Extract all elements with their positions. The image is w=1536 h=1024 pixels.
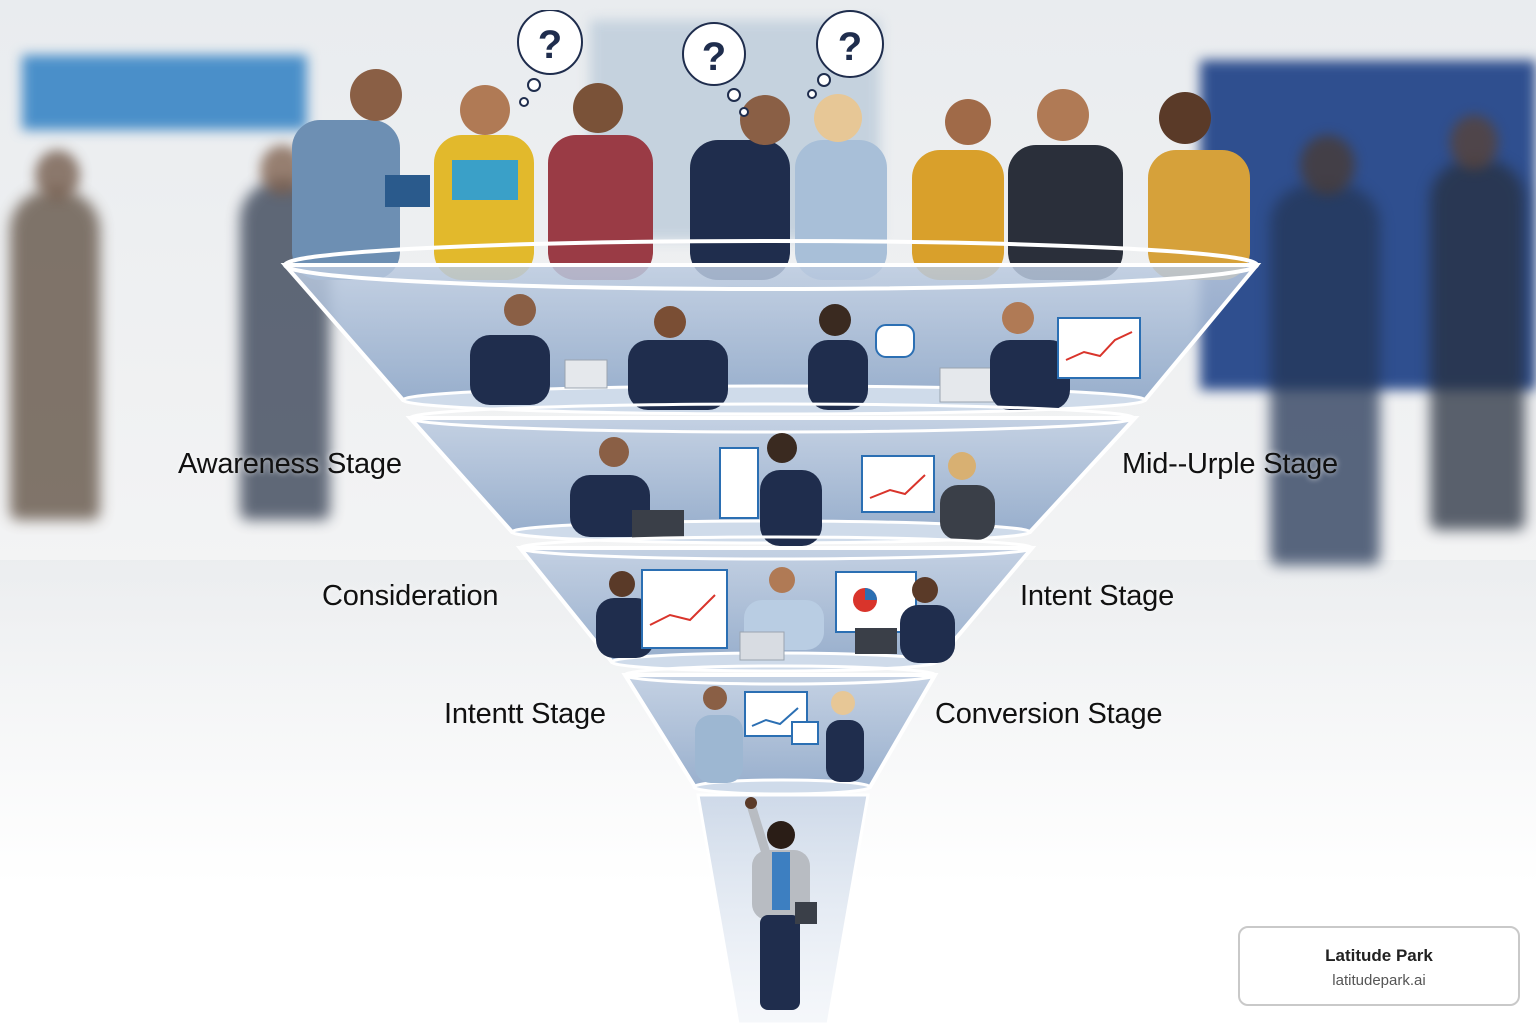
person-figure	[1008, 89, 1123, 280]
brand-url: latitudepark.ai	[1332, 972, 1426, 989]
bg-person-head	[1300, 135, 1355, 195]
bg-person	[1270, 185, 1380, 565]
brand-name: Latitude Park	[1325, 946, 1433, 965]
person-figure	[1148, 92, 1250, 280]
label-awareness-stage: Awareness Stage	[178, 448, 402, 480]
funnel-tier-3	[515, 535, 1037, 673]
person-figure	[434, 85, 534, 280]
label-consideration: Consideration	[322, 580, 499, 612]
bg-person	[10, 190, 100, 520]
funnel-tier-1	[280, 239, 1262, 416]
bg-person-head	[1450, 115, 1498, 170]
converted-customer	[745, 797, 817, 1010]
meeting-scene	[695, 686, 864, 783]
bg-person-head	[35, 150, 80, 200]
question-mark: ?	[538, 23, 562, 67]
funnel-spout	[696, 793, 870, 1024]
person-figure	[690, 95, 790, 280]
brand-card[interactable]: Latitude Park latitudepark.ai	[1238, 926, 1520, 1006]
funnel-tier-4	[621, 664, 939, 796]
question-bubble: ?	[517, 10, 583, 107]
label-conversion-stage: Conversion Stage	[935, 698, 1163, 730]
funnel-tier-2	[405, 402, 1140, 546]
person-figure	[548, 83, 653, 280]
question-bubble: ?	[807, 10, 884, 99]
meeting-scene	[596, 567, 955, 663]
question-mark: ?	[838, 25, 862, 69]
bg-banner-left	[22, 55, 307, 130]
bg-person	[1430, 160, 1525, 530]
question-bubble: ?	[682, 22, 749, 117]
person-figure	[795, 94, 887, 280]
person-figure	[912, 99, 1004, 280]
meeting-scene	[470, 294, 1141, 410]
person-figure	[292, 69, 430, 280]
label-mid-stage: Mid--Urple Stage	[1122, 448, 1338, 480]
question-mark: ?	[702, 35, 726, 79]
meeting-scene	[570, 433, 995, 546]
label-intent-stage-left: Intentt Stage	[444, 698, 606, 730]
label-intent-stage-right: Intent Stage	[1020, 580, 1174, 612]
